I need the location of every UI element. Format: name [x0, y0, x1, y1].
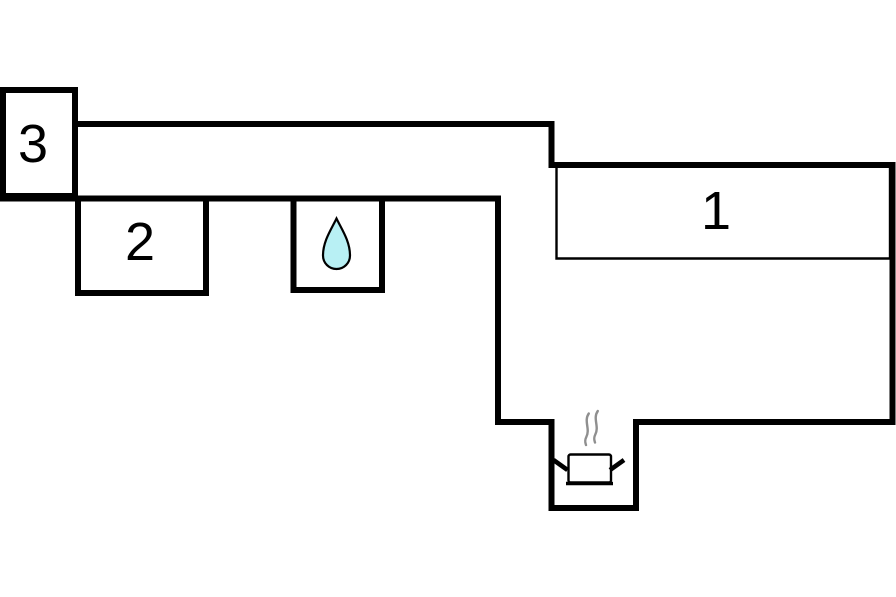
cooking-pot-icon	[552, 453, 626, 486]
room-3-outline	[0, 87, 78, 199]
room-1-outline	[555, 168, 892, 260]
room-label-2: 2	[124, 212, 156, 272]
steam-wave-left	[583, 412, 590, 447]
room-label-3: 3	[17, 114, 49, 174]
pot-handle-left	[552, 458, 569, 472]
water-drop-icon	[321, 215, 352, 271]
bathroom-outline	[290, 200, 385, 293]
water-drop-shape	[321, 215, 352, 271]
pot-body	[567, 453, 613, 484]
walls-outline	[0, 87, 896, 511]
steam-wave-right	[592, 409, 599, 444]
room-label-1: 1	[700, 181, 732, 241]
steam-icon	[583, 409, 599, 447]
room-2-outline	[75, 200, 209, 296]
pot-handle-right	[608, 458, 626, 472]
outer-walls	[0, 121, 896, 511]
